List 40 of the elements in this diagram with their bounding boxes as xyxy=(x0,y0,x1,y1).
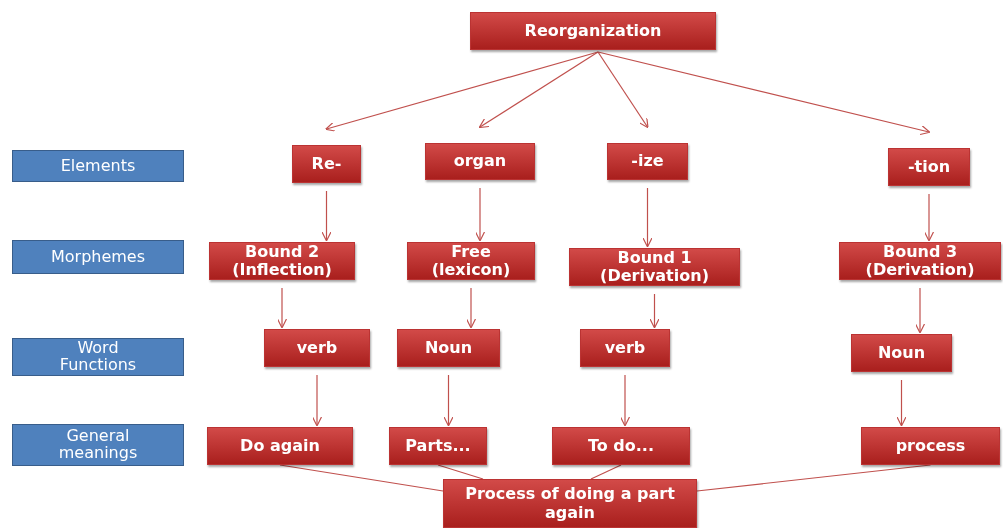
arrow xyxy=(619,374,631,427)
arrow xyxy=(321,190,332,242)
arrow xyxy=(597,51,931,136)
arrow xyxy=(443,374,454,427)
row-label-box: General meanings xyxy=(12,424,184,466)
morpheme-box: Bound 1 (Derivation) xyxy=(569,248,740,286)
morpheme-box: organ xyxy=(425,143,535,180)
morpheme-box: Bound 3 (Derivation) xyxy=(839,242,1001,280)
morpheme-box: -ize xyxy=(607,143,688,180)
morpheme-box: Noun xyxy=(851,334,952,372)
arrow xyxy=(474,187,486,242)
row-label-box: Elements xyxy=(12,150,184,182)
row-label-box: Morphemes xyxy=(12,240,184,274)
row-label-box: Word Functions xyxy=(12,338,184,376)
morpheme-box: verb xyxy=(264,329,370,367)
arrow xyxy=(325,51,599,132)
connector-line xyxy=(590,464,622,480)
arrow xyxy=(896,379,907,427)
arrow xyxy=(478,51,599,129)
arrow xyxy=(276,287,288,329)
morpheme-box: Re- xyxy=(292,145,361,183)
arrow xyxy=(649,293,660,329)
arrow xyxy=(914,287,926,334)
morpheme-box: Do again xyxy=(207,427,353,465)
morpheme-box: verb xyxy=(580,329,670,367)
morpheme-box: To do... xyxy=(552,427,690,465)
morpheme-box: Process of doing a part again xyxy=(443,479,697,528)
arrow xyxy=(923,193,935,242)
arrow xyxy=(465,287,477,329)
connector-line xyxy=(437,464,484,480)
arrow xyxy=(642,187,653,248)
morpheme-box: process xyxy=(861,427,1000,465)
morpheme-box: Parts... xyxy=(389,427,487,465)
morpheme-box: -tion xyxy=(888,148,970,186)
morpheme-box: Free (lexicon) xyxy=(407,242,535,280)
morpheme-box: Bound 2 (Inflection) xyxy=(209,242,355,280)
word-box: Reorganization xyxy=(470,12,716,50)
morpheme-box: Noun xyxy=(397,329,500,367)
arrow xyxy=(597,51,649,129)
arrow xyxy=(311,374,323,427)
